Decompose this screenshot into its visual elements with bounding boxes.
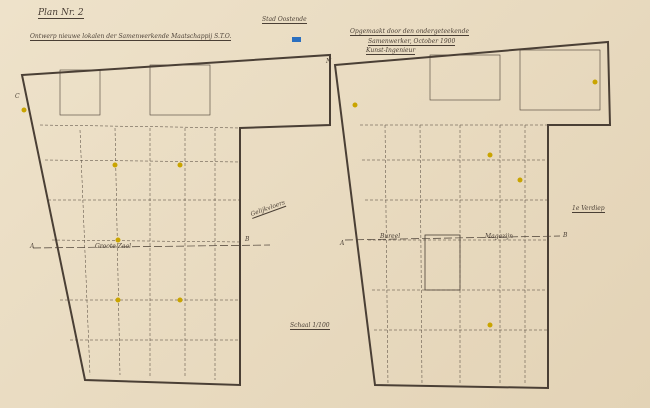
blue-marker xyxy=(292,37,301,42)
left-room-label: Groote Zaal xyxy=(95,243,131,250)
right-caption: Opgemaakt door den ondergeteekende xyxy=(350,28,470,36)
left-plan-outline xyxy=(20,53,331,387)
right-room-a-label: Bureel xyxy=(380,233,401,240)
right-date: Samenwerker, October 1900 xyxy=(368,38,456,46)
section-mark: B xyxy=(245,236,250,243)
section-mark: B xyxy=(563,232,568,239)
right-room-b-label: Magazijn xyxy=(485,233,513,240)
left-caption: Ontwerp nieuwe lokalen der Samenwerkende… xyxy=(30,33,232,41)
section-mark: N xyxy=(326,58,332,65)
right-plan-outline xyxy=(333,40,612,390)
right-floor-label: 1e Verdiep xyxy=(572,205,605,213)
right-signature: Kunst-Ingenieur xyxy=(366,47,416,55)
street-label: Stad Oostende xyxy=(262,16,307,24)
section-mark: C xyxy=(15,93,20,100)
section-mark: A xyxy=(340,240,345,247)
section-mark: A xyxy=(30,243,35,250)
plan-title: Plan Nr. 2 xyxy=(38,8,84,19)
scale-label: Schaal 1/100 xyxy=(290,322,330,330)
